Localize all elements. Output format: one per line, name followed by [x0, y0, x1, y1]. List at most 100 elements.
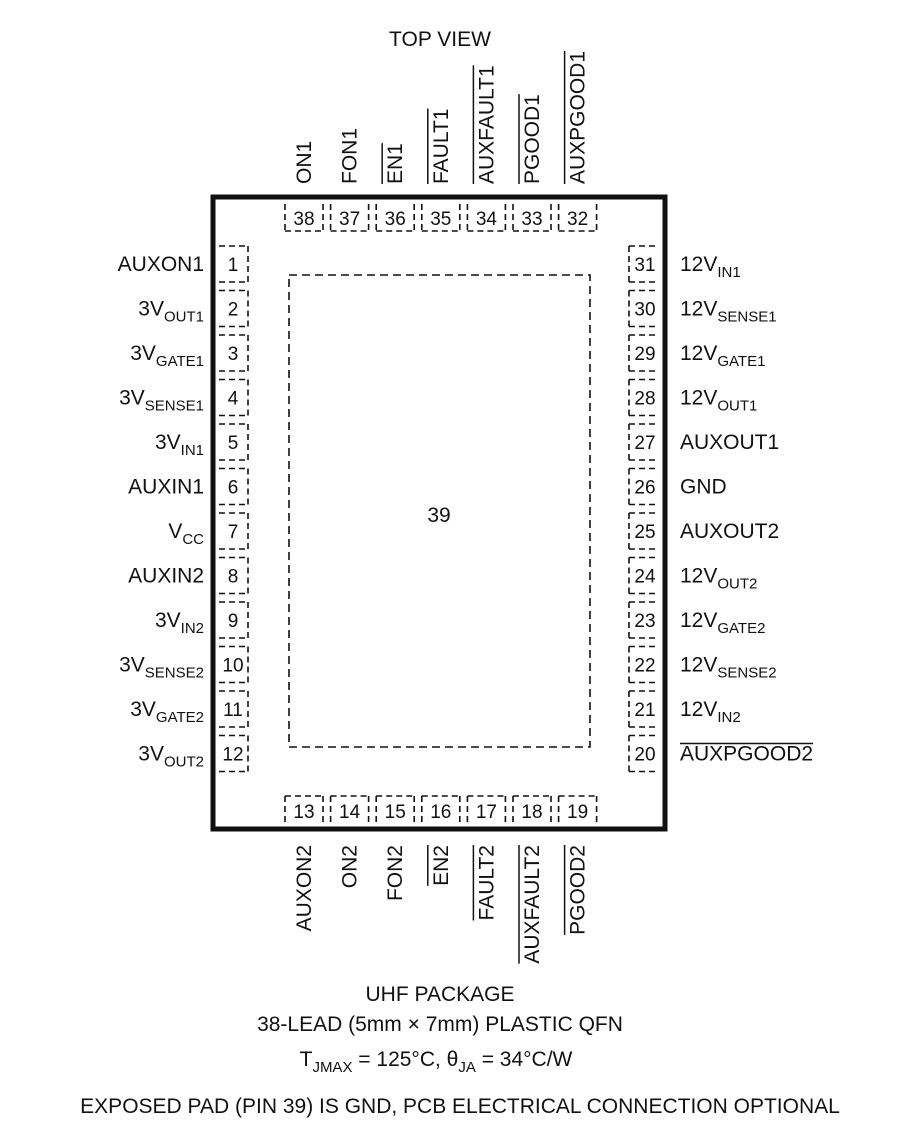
pin-pad — [219, 378, 249, 417]
pin-label: 12VOUT2 — [680, 565, 757, 593]
pin-label: AUXPGOOD1 — [567, 51, 590, 184]
pin-label: AUXFAULT2 — [521, 845, 544, 964]
pin-number: 37 — [339, 209, 360, 230]
pin-pad — [219, 245, 249, 283]
pin-label: AUXPGOOD2 — [680, 743, 813, 766]
pin-pad — [628, 245, 659, 283]
pin-label: ON2 — [339, 845, 362, 888]
pin-label: AUXON1 — [118, 253, 204, 276]
pin-label: 12VGATE1 — [680, 342, 765, 370]
pin-label: 12VOUT1 — [680, 387, 757, 415]
pin-pad — [219, 734, 249, 773]
pin-label: 3VSENSE2 — [119, 654, 204, 682]
pin-label: PGOOD1 — [521, 94, 544, 184]
pin-label: AUXON2 — [293, 845, 316, 931]
pin-pad — [557, 204, 598, 232]
pin-pad — [628, 645, 659, 684]
pin-number: 28 — [634, 389, 655, 410]
pin-label: 3VSENSE1 — [119, 387, 204, 415]
pin-number: 21 — [634, 700, 655, 721]
pin-label: AUXOUT2 — [680, 520, 779, 543]
pin-pad — [628, 423, 659, 461]
pin-number: 30 — [634, 300, 655, 321]
exposed-pad-number: 39 — [427, 504, 450, 527]
left-pin: 7 VCC — [168, 512, 249, 550]
pin-number: 17 — [476, 802, 497, 823]
left-pin: 4 3VSENSE1 — [119, 378, 249, 417]
pin-number: 35 — [430, 209, 451, 230]
pin-pad — [219, 289, 249, 328]
pin-label: GND — [680, 476, 727, 499]
pin-label: FON2 — [384, 845, 407, 901]
pin-number: 24 — [634, 567, 656, 588]
thermal-specs: TJMAX = 125°C, θJA = 34°C/W — [300, 1048, 573, 1076]
pin-pad — [219, 467, 249, 506]
pin-label: 3VGATE1 — [130, 342, 204, 370]
right-pin: 29 12VGATE1 — [628, 334, 765, 372]
pin-label: ON1 — [293, 141, 316, 184]
pin-pad — [329, 795, 370, 823]
pin-label: PGOOD2 — [567, 845, 590, 935]
pin-number: 31 — [634, 255, 655, 276]
pin-label: EN2 — [430, 845, 453, 886]
pin-number: 4 — [228, 389, 239, 410]
pin-label: 3VIN1 — [155, 431, 204, 459]
pin-number: 29 — [634, 344, 655, 365]
pin-number: 27 — [634, 433, 655, 454]
pin-pad — [420, 795, 461, 823]
pin-number: 9 — [228, 611, 239, 632]
left-pin-column: 1AUXON123VOUT133VGATE143VSENSE153VIN16AU… — [118, 245, 249, 773]
pin-number: 6 — [228, 478, 239, 499]
pin-pad — [628, 690, 659, 728]
pin-label: VCC — [168, 520, 204, 548]
pin-pad — [628, 334, 659, 372]
pin-number: 36 — [385, 209, 406, 230]
pin-pad — [219, 423, 249, 461]
pin-pad — [284, 204, 324, 232]
right-pin: 28 12VOUT1 — [628, 378, 757, 417]
pin-pad — [219, 556, 249, 595]
pin-label: FAULT2 — [475, 845, 498, 920]
pin-number: 34 — [476, 209, 498, 230]
left-pin: 3 3VGATE1 — [130, 334, 249, 372]
pin-number: 3 — [228, 344, 239, 365]
pin-label: AUXOUT1 — [680, 431, 779, 454]
pin-pad — [375, 795, 416, 823]
pin-number: 11 — [223, 700, 243, 721]
pin-pad — [420, 204, 461, 232]
right-pin: 24 12VOUT2 — [628, 556, 757, 595]
pin-pad — [628, 378, 659, 417]
pin-number: 15 — [385, 802, 406, 823]
pin-pad — [628, 289, 659, 328]
bottom-pin-row: 13AUXON214ON215FON216EN217FAULT218AUXFAU… — [284, 795, 598, 964]
pin-label: 3VIN2 — [155, 609, 204, 637]
pin-number: 5 — [228, 433, 239, 454]
pin-pad — [466, 204, 507, 232]
pin-pad — [219, 645, 249, 684]
pin-pad — [219, 601, 249, 639]
pin-number: 22 — [634, 656, 655, 677]
pin-pad — [628, 556, 659, 595]
pin-pad — [628, 512, 659, 550]
pin-number: 7 — [228, 522, 239, 543]
pin-label: 12VGATE2 — [680, 609, 765, 637]
